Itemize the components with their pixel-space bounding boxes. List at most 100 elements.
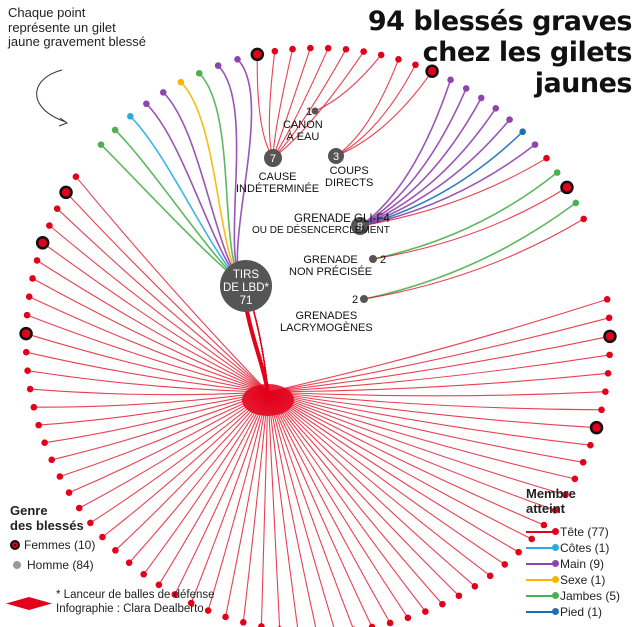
link-gl-92	[363, 202, 577, 300]
injured-dot	[72, 173, 80, 181]
gender-legend-heading-2: des blessés	[10, 518, 84, 533]
injured-dot	[571, 475, 579, 483]
injured-dot	[455, 592, 463, 600]
note-arrow	[36, 69, 67, 123]
injured-dot	[214, 62, 222, 69]
link-lbd-61	[75, 176, 269, 394]
link-canon-78	[314, 54, 382, 112]
label-gl-line2: LACRYMOGÈNES	[280, 322, 373, 334]
link-lbd-39	[115, 285, 269, 551]
body-legend-item: Pied (1)	[526, 604, 620, 620]
link-coups-80	[335, 64, 416, 157]
injured-dot	[271, 47, 279, 55]
label-coups-line2: DIRECTS	[325, 177, 374, 189]
legend-line-icon	[526, 528, 559, 535]
link-coups-81	[335, 70, 433, 157]
legend-line-icon	[526, 576, 559, 583]
injured-dot	[53, 205, 61, 213]
injured-dot	[41, 439, 48, 446]
injured-dot	[377, 51, 385, 59]
label-canon-line2: À EAU	[286, 131, 320, 143]
injured-dot	[462, 85, 470, 92]
body-legend-label: Pied (1)	[560, 605, 603, 619]
lbd-hub-stem	[244, 305, 270, 393]
injured-dot	[501, 561, 509, 568]
injured-dot	[35, 421, 42, 429]
link-gnp-91	[372, 186, 568, 260]
body-legend-label: Sexe (1)	[560, 573, 606, 587]
injured-dot	[324, 44, 332, 52]
injured-dot	[75, 504, 83, 512]
injured-dot	[127, 113, 134, 120]
node-gl-count: 2	[352, 294, 358, 306]
injured-dot	[24, 367, 31, 374]
link-lbd-63	[114, 129, 247, 287]
injured-dot	[540, 521, 548, 529]
label-cause-line1: CAUSE	[258, 171, 297, 183]
link-lbd-3	[245, 285, 610, 393]
body-legend-item: Jambes (5)	[526, 588, 620, 604]
label-gli-line2: OU DE DÉSENCERCLEMENT	[252, 225, 390, 236]
injured-dot	[22, 348, 30, 356]
injured-dot-female	[425, 64, 439, 78]
injured-dot	[447, 76, 454, 84]
link-gli-87	[359, 131, 524, 227]
legend-line-icon	[526, 560, 559, 567]
title-line-3: jaunes	[534, 68, 633, 99]
women-dot-icon	[10, 540, 20, 550]
injured-dot	[603, 296, 611, 303]
injured-dot	[222, 613, 229, 621]
body-legend-item: Main (9)	[526, 556, 620, 572]
node-grenades-lacrymogenes	[360, 295, 368, 303]
label-coups-line1: COUPS	[329, 165, 369, 177]
footer-credit: Infographie : Clara Dealberto	[56, 603, 204, 615]
injured-dot	[602, 388, 609, 395]
injured-dot	[368, 623, 376, 627]
injured-dot	[204, 607, 212, 614]
injured-dot	[87, 519, 94, 527]
body-part-legend: Membre atteint Tête (77)Côtes (1)Main (9…	[526, 486, 620, 620]
injured-dot	[26, 385, 34, 393]
link-gli-86	[359, 119, 511, 227]
injured-dot	[404, 614, 412, 622]
node-lbd-line1: TIRS	[233, 269, 260, 281]
link-lbd-0	[245, 285, 608, 393]
injured-dot	[258, 623, 265, 627]
injured-dot	[97, 141, 105, 148]
link-gli-84	[359, 97, 483, 227]
injured-dot	[289, 45, 296, 53]
gender-legend: Genre des blessés Femmes (10) Homme (84)	[10, 503, 95, 573]
body-legend-item: Sexe (1)	[526, 572, 620, 588]
injured-dot	[112, 546, 119, 554]
label-gli-line1: GRENADE GLI-F4	[293, 213, 390, 225]
link-gli-82	[359, 79, 452, 227]
dot-explanation-note: Chaque point représente un gilet jaune g…	[8, 5, 147, 49]
injured-dot	[99, 533, 106, 541]
injured-dot	[579, 458, 587, 466]
injured-dot	[551, 506, 559, 514]
legend-line-icon	[526, 544, 559, 551]
node-lbd-count: 71	[240, 295, 253, 307]
injured-dot	[307, 44, 314, 52]
node-gnp-count: 2	[380, 254, 386, 266]
injured-dot	[33, 257, 41, 264]
node-coups-directs	[328, 148, 344, 164]
gender-legend-men: Homme (84)	[10, 557, 95, 573]
injured-dot	[29, 275, 36, 282]
injured-dot	[471, 582, 479, 590]
men-label: Homme (84)	[27, 558, 94, 572]
link-lbd-24	[245, 285, 373, 627]
injured-dot	[543, 154, 550, 162]
label-gl-line1: GRENADES	[295, 310, 358, 322]
injured-dot-female	[589, 420, 604, 435]
injured-dot	[477, 94, 485, 102]
injured-dot	[412, 61, 419, 69]
node-grenade-gli	[351, 217, 369, 235]
injured-dot	[553, 169, 561, 176]
injured-dot	[531, 141, 539, 148]
injured-dot	[143, 100, 150, 108]
label-gnp-line2: NON PRÉCISÉE	[289, 266, 373, 278]
link-gli-89	[359, 157, 547, 227]
injured-dot	[342, 46, 350, 53]
body-legend-rows: Tête (77)Côtes (1)Main (9)Sexe (1)Jambes…	[526, 524, 620, 620]
